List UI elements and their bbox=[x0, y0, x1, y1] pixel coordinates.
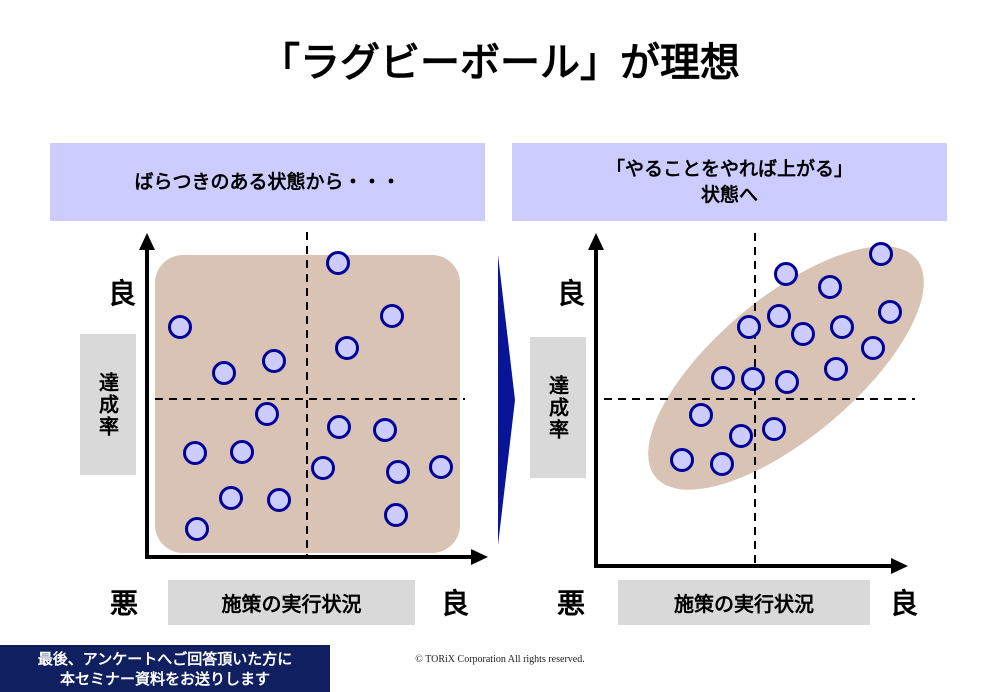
scatter-dot bbox=[729, 424, 753, 448]
scatter-dot bbox=[878, 300, 902, 324]
scatter-dot bbox=[168, 315, 192, 339]
y-axis-arrowhead-left bbox=[139, 233, 155, 250]
slide-title: 「ラグビーボール」が理想 bbox=[260, 40, 740, 86]
scatter-dot bbox=[775, 370, 799, 394]
scatter-dot bbox=[373, 418, 397, 442]
scatter-dot bbox=[762, 417, 786, 441]
right-header-line2: 状態へ bbox=[700, 184, 758, 206]
scatter-dot bbox=[824, 357, 848, 381]
scatter-dot bbox=[791, 322, 815, 346]
scatter-dot bbox=[689, 403, 713, 427]
left-x-axis-label: 施策の実行状況 bbox=[168, 580, 415, 625]
scatter-dot bbox=[335, 336, 359, 360]
left-x-good-label: 良 bbox=[441, 587, 470, 620]
scatter-dot bbox=[429, 455, 453, 479]
scatter-dot bbox=[767, 304, 791, 328]
survey-banner: 最後、アンケートへご回答頂いた方に 本セミナー資料をお送りします bbox=[0, 645, 330, 692]
scatter-dot bbox=[386, 460, 410, 484]
scatter-dot bbox=[326, 251, 350, 275]
right-y-good-label: 良 bbox=[557, 277, 586, 310]
x-axis-arrowhead-left bbox=[471, 549, 488, 565]
right-x-good-label: 良 bbox=[890, 587, 919, 620]
left-x-bad-label: 悪 bbox=[110, 587, 139, 620]
scatter-dot bbox=[219, 486, 243, 510]
scatter-dot bbox=[861, 336, 885, 360]
scatter-dot bbox=[670, 448, 694, 472]
scatter-dot bbox=[212, 361, 236, 385]
scatter-dot bbox=[741, 367, 765, 391]
x-axis-arrowhead-right bbox=[891, 558, 908, 574]
dots-left bbox=[168, 251, 453, 541]
right-header-line1: 「やることをやれば上がる」 bbox=[605, 158, 853, 180]
scatter-dot bbox=[311, 456, 335, 480]
right-x-axis-label-text: 施策の実行状況 bbox=[674, 592, 814, 616]
survey-banner-line1: 最後、アンケートへご回答頂いた方に bbox=[37, 649, 293, 668]
scatter-dot bbox=[183, 441, 207, 465]
transition-arrow bbox=[498, 255, 515, 545]
right-y-axis-label-text: 達成率 bbox=[545, 374, 570, 441]
scatter-dot bbox=[818, 275, 842, 299]
right-y-axis-label: 達成率 bbox=[530, 337, 586, 478]
left-y-good-label: 良 bbox=[108, 277, 137, 310]
left-x-axis-label-text: 施策の実行状況 bbox=[221, 592, 362, 616]
scatter-dot bbox=[711, 366, 735, 390]
left-y-axis-label-text: 達成率 bbox=[95, 371, 120, 438]
scatter-dot bbox=[255, 402, 279, 426]
scatter-dot bbox=[830, 315, 854, 339]
scatter-cloud-right bbox=[648, 246, 924, 490]
copyright: © TORiX Corporation All rights reserved. bbox=[415, 654, 585, 665]
right-header: 「やることをやれば上がる」 状態へ bbox=[512, 143, 947, 221]
y-axis-arrowhead-right bbox=[588, 233, 604, 250]
scatter-dot bbox=[262, 349, 286, 373]
scatter-dot bbox=[185, 517, 209, 541]
scatter-dot bbox=[774, 262, 798, 286]
scatter-dot bbox=[710, 452, 734, 476]
dots-right bbox=[670, 242, 902, 476]
left-header: ばらつきのある状態から・・・ bbox=[50, 143, 485, 221]
scatter-dot bbox=[869, 242, 893, 266]
scatter-dot bbox=[737, 315, 761, 339]
scatter-dot bbox=[380, 304, 404, 328]
survey-banner-line2: 本セミナー資料をお送りします bbox=[59, 669, 270, 688]
scatter-dot bbox=[327, 415, 351, 439]
left-header-text: ばらつきのある状態から・・・ bbox=[134, 171, 401, 193]
right-x-bad-label: 悪 bbox=[557, 587, 586, 620]
scatter-dot bbox=[230, 440, 254, 464]
scatter-dot bbox=[267, 488, 291, 512]
scatter-dot bbox=[384, 503, 408, 527]
right-x-axis-label: 施策の実行状況 bbox=[618, 580, 870, 625]
left-y-axis-label: 達成率 bbox=[80, 334, 136, 475]
